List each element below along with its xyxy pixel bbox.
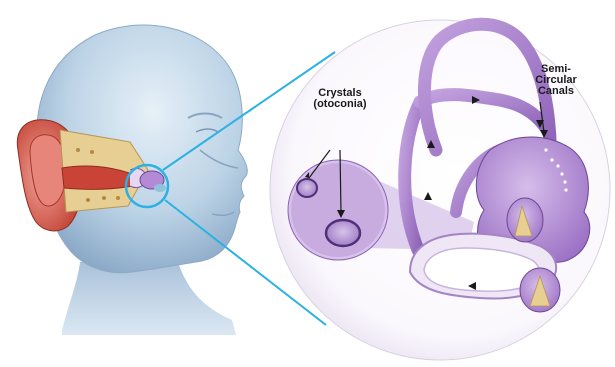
inner-ear-nerve [154, 184, 166, 192]
crystal-small [297, 179, 317, 197]
neck [62, 262, 236, 335]
crystals-label-line-2: (otoconia) [302, 99, 378, 110]
canals-label: Semi- Circular Canals [526, 64, 586, 97]
crystals-label: Crystals (otoconia) [302, 88, 378, 110]
crystal-large [326, 220, 360, 246]
canals-label-line-3: Canals [526, 86, 586, 97]
